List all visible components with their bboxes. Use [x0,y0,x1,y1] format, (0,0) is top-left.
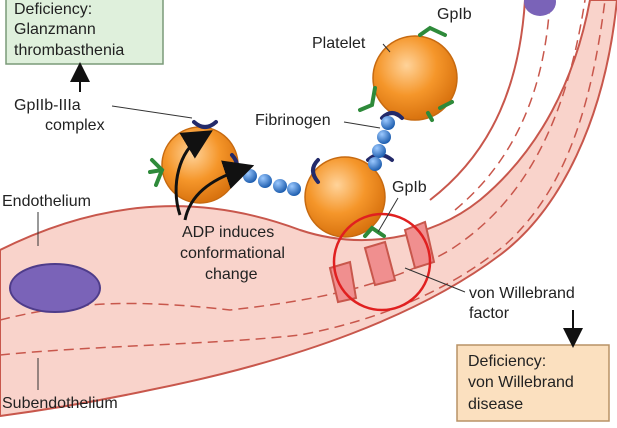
gpiib-iiia-label-2: complex [45,117,105,134]
endothelium-label: Endothelium [2,193,91,210]
glanzmann-line-1: Deficiency: [14,1,92,18]
adp-label-1: ADP induces [182,224,274,241]
fibrinogen-chain-vertical [368,116,395,171]
svg-text:von Willebrand: von Willebrand [468,374,574,391]
glanzmann-line-2: Glanzmann [14,21,96,38]
platelet-label: Platelet [312,35,366,52]
fibrinogen-chain-horizontal [243,169,301,196]
endothelial-nucleus [9,263,101,313]
vwd-line-2: von Willebrand [468,374,574,391]
gpiib-iiia-label-1: GpIIb-IIIa [14,97,81,114]
gpib-receptors [148,25,454,238]
svg-text:Deficiency:: Deficiency: [468,353,546,370]
vwd-line-1: Deficiency: [468,353,546,370]
svg-text:Glanzmann: Glanzmann [14,21,96,38]
gpib-bottom-label: GpIb [392,179,427,196]
adp-arrows [174,130,255,221]
gpib-bottom-leader [377,197,399,233]
von-willebrand-factor-strands [328,220,436,304]
vwf-label-2: factor [469,305,510,322]
svg-text:Deficiency:: Deficiency: [14,1,92,18]
deficiency-vwd-box: Deficiency: von Willebrand disease [456,344,610,422]
glanzmann-line-3: thrombasthenia [14,42,124,59]
highlight-circle [332,212,432,312]
svg-text:thrombasthenia: thrombasthenia [14,42,124,59]
platelet-leader [382,43,391,53]
svg-text:disease: disease [468,396,523,413]
fibrinogen-label: Fibrinogen [255,112,331,129]
vwf-leader [404,267,466,293]
adp-label-3: change [205,266,258,283]
top-nucleus [524,0,556,16]
platelet-top [372,35,458,121]
gpiib-leader [111,105,193,119]
deficiency-glanzmann-box: Deficiency: Glanzmann thrombasthenia [5,0,164,65]
gpib-top-label: GpIb [437,6,472,23]
vwf-label-1: von Willebrand [469,285,575,302]
subendothelium-label: Subendothelium [2,395,118,412]
vwd-line-3: disease [468,396,523,413]
adp-label-2: conformational [180,245,285,262]
fibrinogen-leader [343,121,381,129]
